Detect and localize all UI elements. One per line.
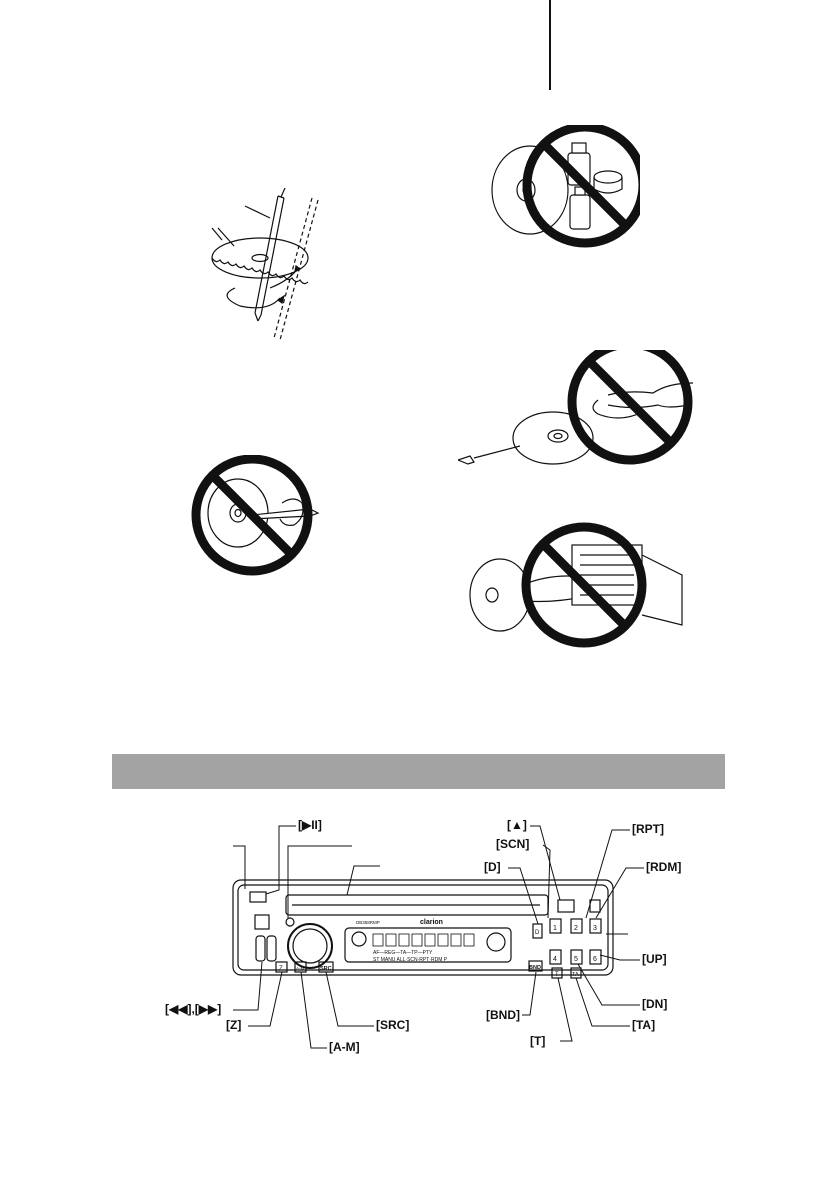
top-vertical-rule (549, 0, 551, 90)
key-z-text: Z (279, 966, 283, 972)
label-up: [UP] (642, 952, 667, 966)
label-rdm: [RDM] (646, 860, 682, 874)
key-1-text: 1 (553, 925, 557, 932)
label-dn: [DN] (642, 997, 668, 1011)
label-rpt: [RPT] (632, 822, 664, 836)
no-writing-illustration (191, 455, 320, 576)
label-d: [D] (484, 860, 501, 874)
no-wiping-illustration (458, 350, 694, 465)
section-header-bar (112, 754, 725, 789)
key-4-text: 4 (553, 956, 557, 963)
label-seek: [◀◀],[▶▶] (165, 1002, 222, 1016)
label-eject: [▲] (507, 818, 527, 832)
key-6-text: 6 (593, 956, 597, 963)
key-3-text: 3 (593, 925, 597, 932)
no-insert-illustration (469, 522, 683, 648)
key-d-text: D (535, 930, 540, 936)
key-am-text: A-M (296, 966, 305, 971)
key-t-text: T (555, 972, 559, 978)
label-play-pause: [▶II] (298, 818, 322, 832)
label-t: [T] (530, 1034, 546, 1048)
label-bnd: [BND] (486, 1008, 520, 1022)
label-am: [A-M] (329, 1040, 360, 1054)
key-src-text: SRC (320, 966, 332, 972)
label-ta: [TA] (632, 1018, 656, 1032)
key-ta-text: TA (572, 972, 579, 978)
no-solvents-illustration (491, 125, 640, 248)
label-scn: [SCN] (496, 837, 530, 851)
panel-model: DB358RMP (356, 920, 380, 925)
display-line-1: AF—REG—TA—TP—PTY (373, 950, 433, 956)
key-5-text: 5 (574, 956, 578, 963)
key-bnd-text: BND (529, 965, 541, 971)
display-line-2: ST MANU ALL·SCN·RPT·RDM P (373, 957, 448, 963)
disc-pencil-illustration (211, 188, 319, 341)
panel-brand: clarion (420, 919, 443, 926)
label-z: [Z] (226, 1018, 242, 1032)
label-src: [SRC] (376, 1018, 410, 1032)
key-2-text: 2 (574, 925, 578, 932)
